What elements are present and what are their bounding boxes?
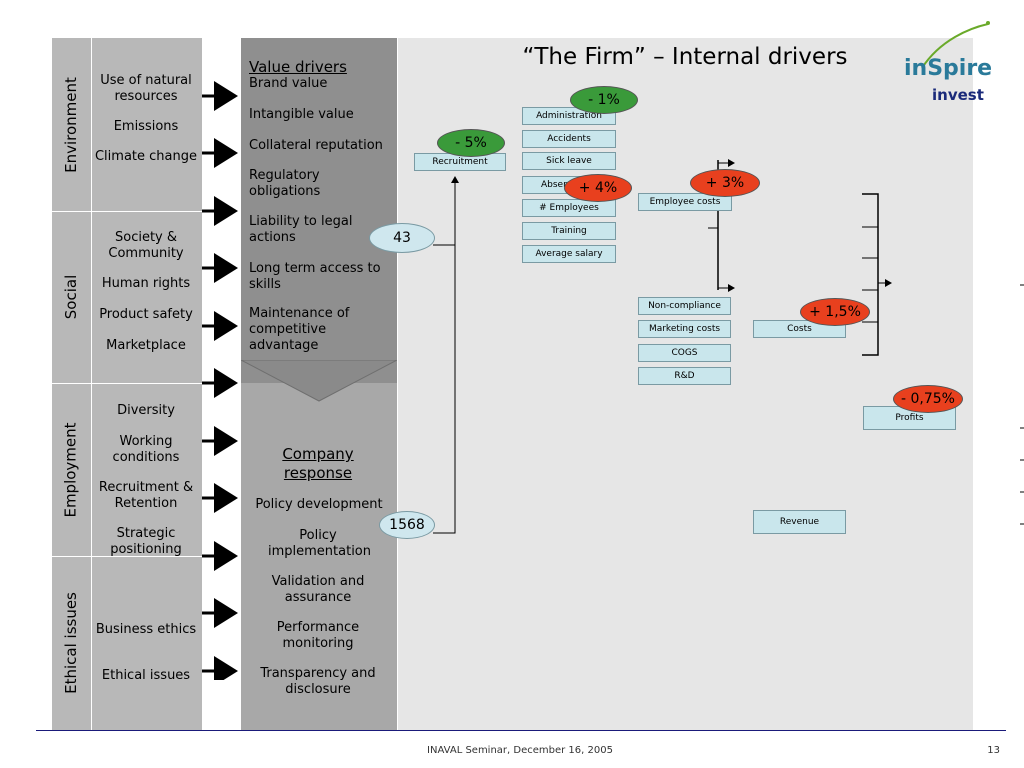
driver-intangible-value: Intangible value bbox=[249, 107, 354, 122]
value-drivers-panel bbox=[241, 38, 397, 383]
company-response-heading: Company response bbox=[282, 445, 354, 482]
category-divider bbox=[52, 383, 202, 384]
box-revenue: Revenue bbox=[753, 510, 846, 534]
issue-arrows bbox=[202, 81, 238, 680]
box-cogs: COGS bbox=[638, 344, 731, 362]
badge-costs: + 1,5% bbox=[800, 298, 870, 326]
box-sick-leave: Sick leave bbox=[522, 152, 616, 170]
bubble-bottom: 1568 bbox=[379, 511, 435, 539]
issue-product-safety: Product safety bbox=[99, 307, 193, 322]
badge-profits: - 0,75% bbox=[893, 385, 963, 413]
response-performance-monitoring: Performance monitoring bbox=[276, 620, 360, 651]
issue-marketplace: Marketplace bbox=[106, 338, 186, 353]
bubble-top: 43 bbox=[369, 223, 435, 253]
logo-line1: inSpire bbox=[904, 56, 993, 81]
issue-climate-change: Climate change bbox=[94, 149, 197, 164]
issue-diversity: Diversity bbox=[117, 403, 175, 418]
badge-administration: - 1% bbox=[570, 86, 638, 114]
badge-recruitment: - 5% bbox=[437, 129, 505, 157]
driver-brand-value: Brand value bbox=[249, 76, 328, 91]
driver-collateral-reputation: Collateral reputation bbox=[249, 138, 383, 153]
driver-competitive-advantage: Maintenance of competitive advantage bbox=[249, 306, 350, 353]
badge-employee-costs: + 3% bbox=[690, 169, 760, 197]
logo-swoosh-icon bbox=[921, 21, 990, 69]
issue-emissions: Emissions bbox=[113, 119, 179, 134]
response-validation: Validation and assurance bbox=[271, 574, 365, 605]
box-accidents: Accidents bbox=[522, 130, 616, 148]
response-policy-implementation: Policy implementation bbox=[268, 528, 372, 559]
driver-liability: Liability to legal actions bbox=[249, 214, 353, 245]
box-employees: # Employees bbox=[522, 199, 616, 217]
issue-strategic-positioning: Strategic positioning bbox=[110, 526, 182, 557]
funnel-triangle bbox=[241, 360, 397, 402]
response-transparency: Transparency and disclosure bbox=[260, 666, 376, 697]
page-number: 13 bbox=[987, 745, 1000, 756]
box-training: Training bbox=[522, 222, 616, 240]
logo: inSpire invest bbox=[900, 20, 1000, 110]
issue-working-conditions: Working conditions bbox=[112, 434, 180, 465]
issue-natural-resources: Use of natural resources bbox=[100, 73, 192, 104]
driver-access-to-skills: Long term access to skills bbox=[249, 261, 381, 292]
issue-ethical-issues: Ethical issues bbox=[101, 668, 191, 683]
footer-text: INAVAL Seminar, December 16, 2005 bbox=[427, 745, 613, 756]
box-non-compliance: Non-compliance bbox=[638, 297, 731, 315]
logo-line2: invest bbox=[932, 86, 984, 104]
issue-recruitment-retention: Recruitment & Retention bbox=[98, 480, 194, 511]
box-average-salary: Average salary bbox=[522, 245, 616, 263]
category-divider-vertical bbox=[91, 38, 92, 730]
issue-human-rights: Human rights bbox=[101, 276, 191, 291]
category-column bbox=[52, 38, 202, 730]
box-employee-costs: Employee costs bbox=[638, 193, 732, 211]
issue-business-ethics: Business ethics bbox=[95, 622, 197, 637]
footer-rule bbox=[36, 730, 1006, 731]
company-response-panel bbox=[241, 383, 397, 730]
issue-society-community: Society & Community bbox=[108, 230, 184, 261]
box-marketing-costs: Marketing costs bbox=[638, 320, 731, 338]
category-divider bbox=[52, 556, 202, 557]
response-policy-development: Policy development bbox=[255, 497, 383, 512]
category-divider bbox=[52, 211, 202, 212]
slide-title: “The Firm” – Internal drivers bbox=[522, 44, 848, 70]
value-drivers-heading: Value drivers bbox=[249, 58, 347, 76]
badge-absence: + 4% bbox=[564, 174, 632, 202]
driver-regulatory-obligations: Regulatory obligations bbox=[249, 168, 321, 199]
box-rd: R&D bbox=[638, 367, 731, 385]
